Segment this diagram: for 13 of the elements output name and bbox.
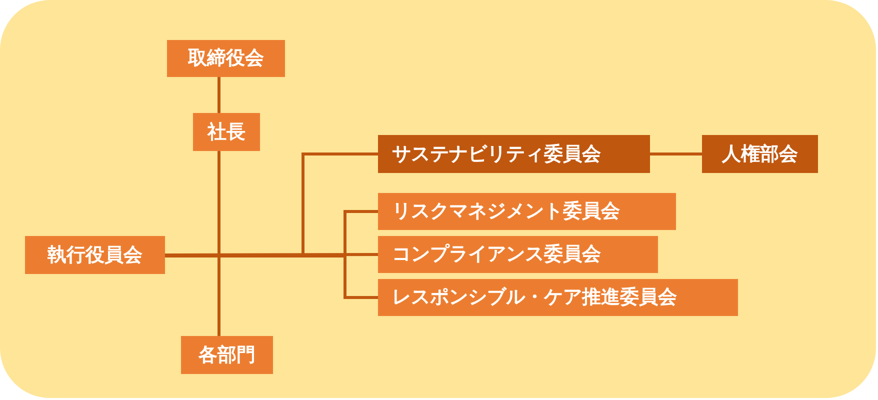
org-box: サステナビリティ委員会 [378,135,650,173]
org-box: コンプライアンス委員会 [378,236,658,273]
org-box: 取締役会 [167,40,285,77]
connector-line [650,152,702,156]
org-box: 執行役員会 [25,236,165,274]
org-box: レスポンシブル・ケア推進委員会 [378,279,738,316]
org-box: 社長 [193,113,260,151]
org-box: リスクマネジメント委員会 [378,193,676,230]
connector-line [165,253,378,256]
org-box: 各部門 [181,336,273,374]
connector-line [218,151,220,336]
connector-line [218,77,220,113]
org-box: 人権部会 [702,135,818,173]
